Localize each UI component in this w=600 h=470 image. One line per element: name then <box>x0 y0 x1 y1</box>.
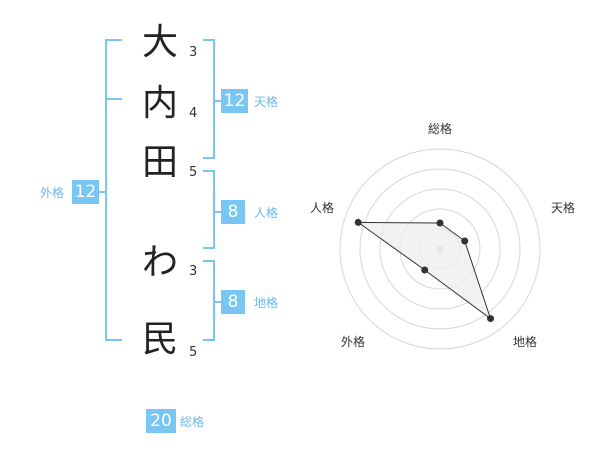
soukaku-label: 総格 <box>180 415 205 429</box>
stroke-count-1: 3 <box>189 45 198 60</box>
stroke-count-5: 5 <box>189 345 198 360</box>
chikaku-label: 地格 <box>254 296 279 310</box>
gaikaku-value: 12 <box>72 180 99 204</box>
chikaku-value: 8 <box>221 290 245 314</box>
radar-label-tenkaku: 天格 <box>551 201 576 215</box>
soukaku-value: 20 <box>146 409 176 433</box>
tenkaku-label: 天格 <box>254 95 279 109</box>
stroke-count-4: 3 <box>189 264 198 279</box>
gaikaku-bracket <box>105 39 122 341</box>
radar-polygon <box>356 221 492 320</box>
radar-point-5 <box>354 218 362 226</box>
jinkaku-bracket <box>203 170 215 249</box>
jinkaku-value: 8 <box>221 200 245 224</box>
name-char-5: 民 <box>141 319 178 360</box>
radar-ring <box>379 188 501 310</box>
gaikaku-label: 外格 <box>40 186 65 200</box>
radar-label-jinkaku: 人格 <box>310 201 335 215</box>
radar-ring <box>359 168 521 330</box>
radar-ring <box>339 148 541 350</box>
radar-label-gaikaku: 外格 <box>341 335 366 349</box>
radar-label-chikaku: 地格 <box>513 335 538 349</box>
stroke-count-3: 5 <box>189 165 198 180</box>
chikaku-bracket <box>203 260 215 341</box>
name-char-4: わ <box>141 242 178 283</box>
name-char-2: 内 <box>141 83 178 124</box>
name-char-3: 田 <box>141 142 178 183</box>
radar-point-1 <box>436 219 444 227</box>
radar-point-2 <box>461 237 469 245</box>
stroke-count-2: 4 <box>189 106 198 121</box>
radar-label-soukaku: 総格 <box>428 122 453 136</box>
jinkaku-label: 人格 <box>254 206 279 220</box>
radar-point-4 <box>421 266 429 274</box>
name-char-1: 大 <box>141 22 178 63</box>
radar-point-3 <box>487 315 495 323</box>
tenkaku-value: 12 <box>221 89 248 113</box>
tenkaku-bracket <box>203 39 215 159</box>
